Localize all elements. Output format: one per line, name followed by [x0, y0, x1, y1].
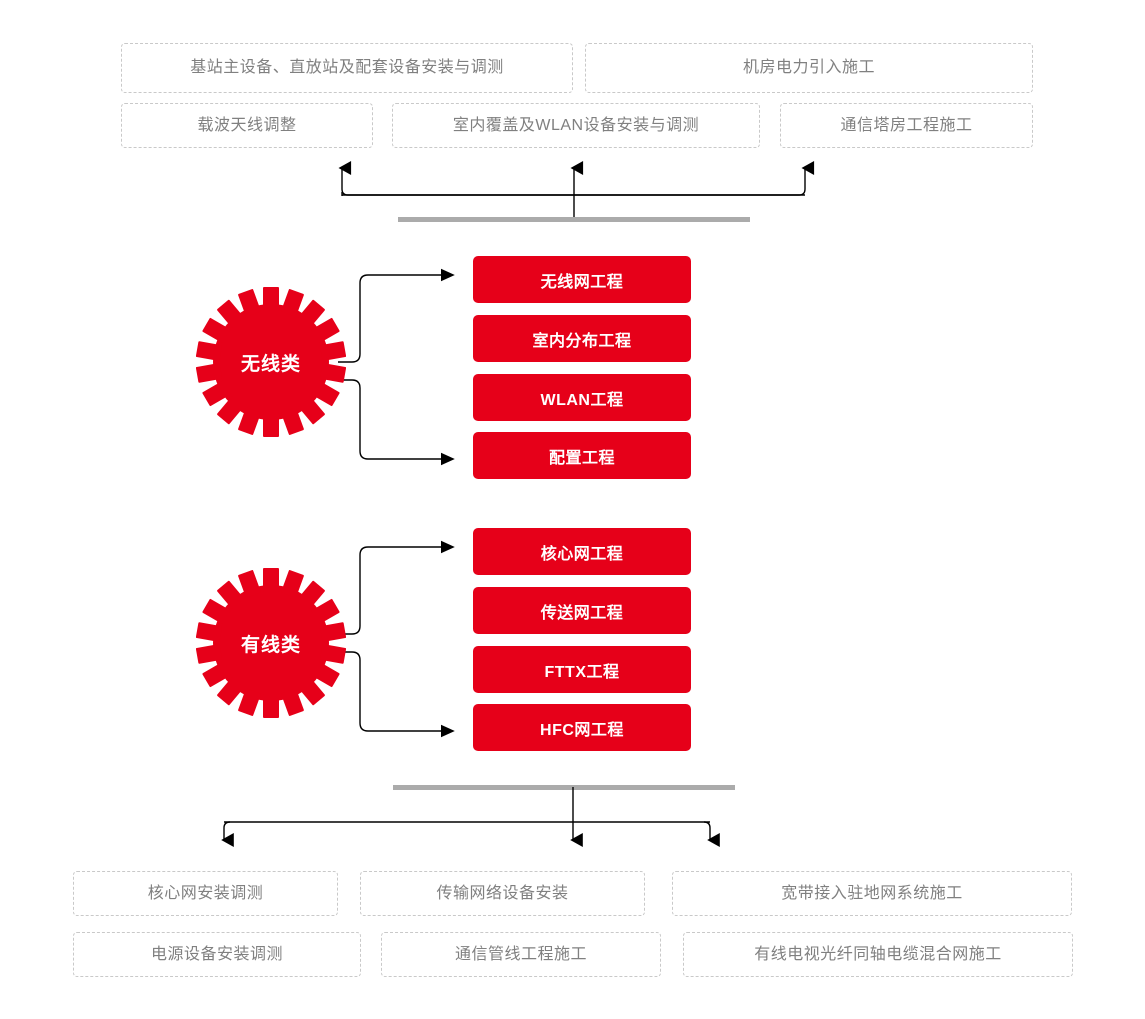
gear-icon — [196, 568, 346, 718]
gear-wireless[interactable]: 无线类 — [196, 287, 346, 437]
top-task-box-1[interactable]: 基站主设备、直放站及配套设备安装与调测 — [121, 43, 573, 93]
bottom-task-box-5[interactable]: 通信管线工程施工 — [381, 932, 661, 977]
bottom-task-label: 宽带接入驻地网系统施工 — [781, 884, 963, 902]
category-item-wired-2[interactable]: 传送网工程 — [473, 587, 691, 634]
bottom-task-label: 有线电视光纤同轴电缆混合网施工 — [754, 945, 1002, 963]
bottom-task-label: 通信管线工程施工 — [454, 945, 587, 963]
bottom-task-label: 传输网络设备安装 — [436, 884, 569, 902]
category-item-wired-3[interactable]: FTTX工程 — [473, 646, 691, 693]
bottom-task-box-2[interactable]: 传输网络设备安装 — [360, 871, 645, 916]
category-item-wired-1[interactable]: 核心网工程 — [473, 528, 691, 575]
gear-icon — [196, 287, 346, 437]
category-item-label: 核心网工程 — [540, 545, 624, 563]
category-item-wireless-4[interactable]: 配置工程 — [473, 432, 691, 479]
bottom-task-box-1[interactable]: 核心网安装调测 — [73, 871, 338, 916]
top-task-box-2[interactable]: 机房电力引入施工 — [585, 43, 1033, 93]
bottom-task-box-6[interactable]: 有线电视光纤同轴电缆混合网施工 — [683, 932, 1073, 977]
top-task-label: 机房电力引入施工 — [742, 59, 875, 77]
category-item-label: 无线网工程 — [540, 273, 624, 291]
category-item-label: WLAN工程 — [540, 391, 624, 409]
category-item-wireless-1[interactable]: 无线网工程 — [473, 256, 691, 303]
bottom-task-label: 电源设备安装调测 — [150, 945, 283, 963]
top-task-box-4[interactable]: 室内覆盖及WLAN设备安装与调测 — [392, 103, 760, 148]
bottom-task-box-3[interactable]: 宽带接入驻地网系统施工 — [672, 871, 1072, 916]
gear-wired[interactable]: 有线类 — [196, 568, 346, 718]
bottom-task-label: 核心网安装调测 — [147, 884, 264, 902]
category-item-label: HFC网工程 — [540, 721, 624, 739]
top-task-label: 室内覆盖及WLAN设备安装与调测 — [452, 116, 700, 134]
category-item-label: 室内分布工程 — [532, 332, 632, 350]
top-task-label: 载波天线调整 — [197, 116, 297, 134]
category-item-label: 配置工程 — [548, 449, 615, 467]
category-item-label: 传送网工程 — [540, 604, 624, 622]
category-item-wired-4[interactable]: HFC网工程 — [473, 704, 691, 751]
category-item-wireless-2[interactable]: 室内分布工程 — [473, 315, 691, 362]
top-task-box-5[interactable]: 通信塔房工程施工 — [780, 103, 1033, 148]
upper-spine-bar — [398, 217, 750, 222]
category-item-label: FTTX工程 — [544, 663, 620, 681]
bottom-task-box-4[interactable]: 电源设备安装调测 — [73, 932, 361, 977]
top-task-label: 基站主设备、直放站及配套设备安装与调测 — [190, 59, 504, 77]
top-task-label: 通信塔房工程施工 — [840, 116, 973, 134]
lower-spine-bar — [393, 785, 735, 790]
top-task-box-3[interactable]: 载波天线调整 — [121, 103, 373, 148]
category-item-wireless-3[interactable]: WLAN工程 — [473, 374, 691, 421]
